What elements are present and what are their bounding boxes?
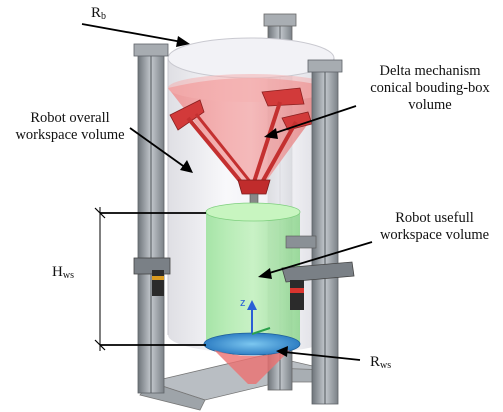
rws-label-sub: ws (380, 360, 392, 371)
delta-label-line2: conical bouding-box (370, 80, 490, 96)
useful-workspace-base (203, 332, 301, 384)
useful-label-line1: Robot usefull (395, 210, 474, 226)
useful-workspace-label: Robot usefull workspace volume (366, 210, 503, 244)
rws-label: Rws (370, 354, 391, 374)
rws-label-main: R (370, 354, 381, 370)
right-column (281, 59, 355, 405)
hws-label-main: H (52, 264, 63, 280)
useful-label-line2: workspace volume (379, 227, 490, 243)
delta-mechanism (169, 87, 313, 209)
axis-triad (247, 300, 271, 335)
rb-label: Rb (91, 5, 106, 25)
overall-label-line1: Robot overall (30, 110, 110, 126)
hws-label-sub: ws (62, 270, 74, 281)
delta-label-line1: Delta mechanism (379, 63, 481, 79)
useful-workspace-cylinder (205, 202, 301, 352)
leader-lines (81, 23, 373, 361)
delta-label-line3: volume (408, 97, 452, 113)
left-column (133, 43, 171, 394)
axis-z-label: z (240, 297, 246, 309)
rb-label-sub: b (101, 11, 107, 22)
hws-label: Hws (52, 264, 74, 284)
delta-cone-label: Delta mechanism conical bouding-box volu… (357, 63, 503, 114)
rb-label-main: R (91, 5, 102, 21)
height-dimension (94, 207, 206, 351)
overall-label-line2: workspace volume (15, 127, 125, 143)
overall-workspace-label: Robot overall workspace volume (0, 110, 140, 144)
